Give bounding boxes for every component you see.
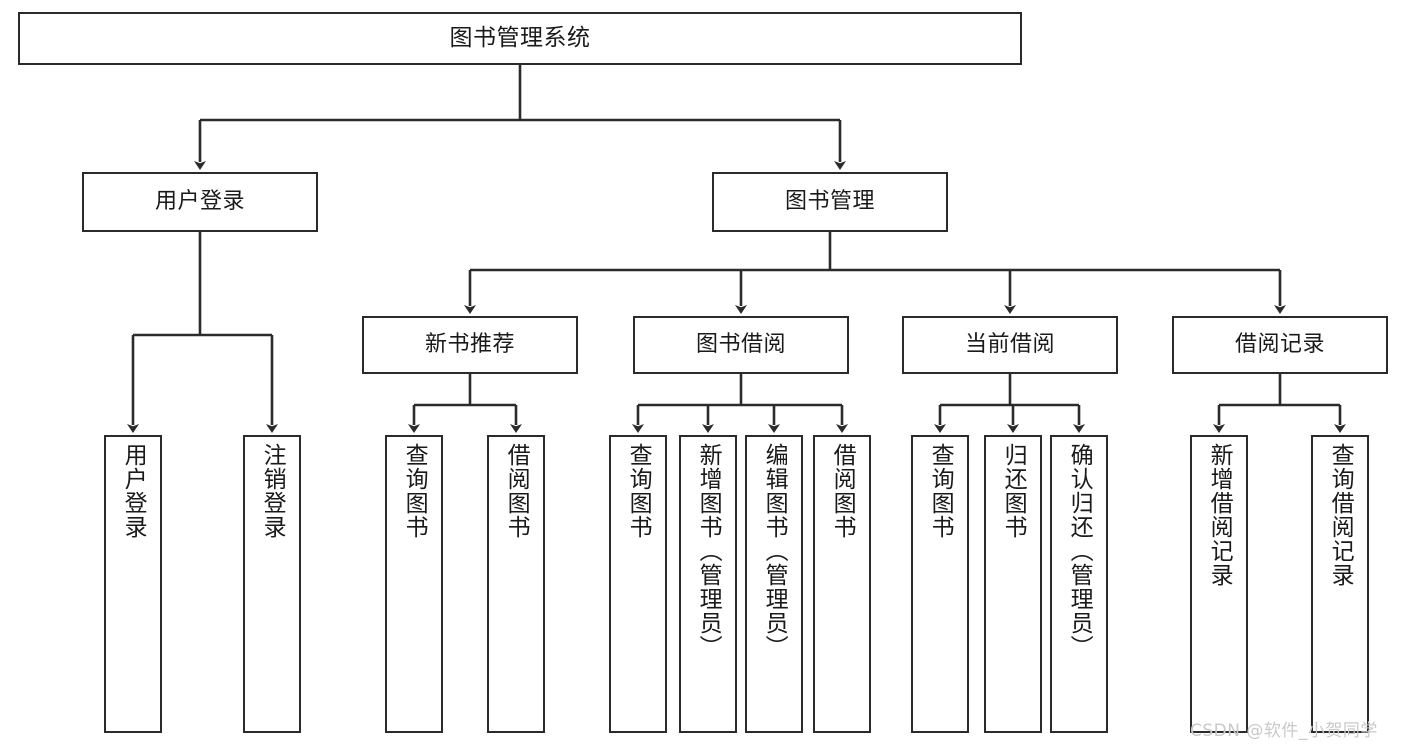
node-label: 用户登录 [120,443,147,539]
node-root-system[interactable]: 图书管理系统 [18,12,1022,65]
leaf-add-book-admin[interactable]: 新增图书（管理员） [679,435,737,733]
leaf-confirm-return-admin[interactable]: 确认归还（管理员） [1050,435,1108,733]
node-label: 归还图书 [1000,443,1027,539]
node-label: 用户登录 [154,188,245,214]
node-label: 查询图书 [625,443,652,539]
leaf-return-book[interactable]: 归还图书 [984,435,1042,733]
node-label: 借阅图书 [829,443,856,539]
node-new-book-recommend[interactable]: 新书推荐 [362,316,578,374]
node-borrow-record[interactable]: 借阅记录 [1172,316,1388,374]
leaf-query-book-borrow[interactable]: 查询图书 [609,435,667,733]
leaf-logout[interactable]: 注销登录 [243,435,301,733]
node-label: 图书管理系统 [449,24,591,51]
node-current-borrow[interactable]: 当前借阅 [902,316,1118,374]
node-label: 新增图书（管理员） [695,443,722,659]
csdn-watermark: CSDN @软件_小贺同学 [1190,721,1378,741]
node-label: 图书借阅 [695,331,786,357]
node-label: 确认归还（管理员） [1066,443,1093,659]
node-label: 当前借阅 [964,331,1055,357]
node-book-borrow[interactable]: 图书借阅 [633,316,849,374]
node-label: 借阅记录 [1234,331,1325,357]
node-label: 查询图书 [401,443,428,539]
leaf-user-login[interactable]: 用户登录 [104,435,162,733]
leaf-borrow-book[interactable]: 借阅图书 [813,435,871,733]
node-label: 图书管理 [784,188,875,214]
leaf-query-book-current[interactable]: 查询图书 [911,435,969,733]
node-label: 新增借阅记录 [1206,443,1233,587]
node-user-login[interactable]: 用户登录 [82,172,318,232]
node-book-management[interactable]: 图书管理 [712,172,948,232]
node-label: 查询图书 [927,443,954,539]
node-label: 编辑图书（管理员） [761,443,788,659]
leaf-add-borrow-record[interactable]: 新增借阅记录 [1190,435,1248,733]
node-label: 借阅图书 [503,443,530,539]
leaf-query-book-recommend[interactable]: 查询图书 [385,435,443,733]
node-label: 新书推荐 [424,331,515,357]
node-label: 查询借阅记录 [1327,443,1354,587]
leaf-edit-book-admin[interactable]: 编辑图书（管理员） [745,435,803,733]
leaf-query-borrow-record[interactable]: 查询借阅记录 [1311,435,1369,733]
node-label: 注销登录 [259,443,286,539]
leaf-borrow-book-recommend[interactable]: 借阅图书 [487,435,545,733]
